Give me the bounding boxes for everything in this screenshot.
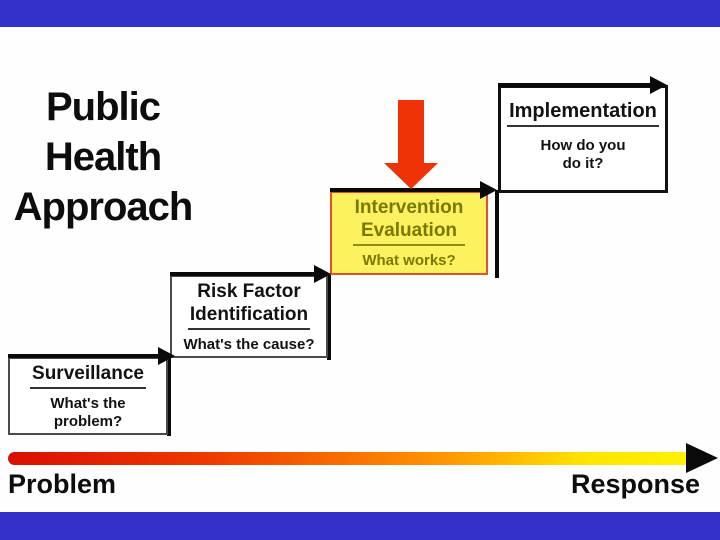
gradient-arrowhead	[686, 443, 718, 473]
step-box-intervention-evaluation: Intervention Evaluation What works?	[330, 191, 488, 275]
top-border-bar	[0, 0, 720, 27]
right-arrow-icon	[8, 347, 175, 365]
step-question: What works?	[362, 252, 456, 269]
problem-label: Problem	[8, 469, 117, 499]
step-riser-line	[495, 190, 499, 278]
step-title: Surveillance	[30, 362, 146, 389]
step-question: What's the problem?	[50, 395, 126, 430]
page-title: Public Health Approach	[13, 85, 194, 229]
step-box-surveillance: Surveillance What's the problem?	[8, 357, 168, 435]
step-question: How do you do it?	[540, 137, 626, 172]
step-question: What's the cause?	[183, 336, 315, 353]
step-title: Risk Factor Identification	[187, 280, 311, 330]
red-arrow-head	[384, 163, 438, 189]
step-title: Intervention Evaluation	[352, 196, 466, 246]
right-arrow-icon	[170, 265, 331, 283]
red-down-arrow-icon	[384, 100, 438, 189]
arrowhead	[314, 265, 331, 283]
step-riser-line	[167, 355, 171, 436]
step-riser-line	[327, 273, 331, 360]
arrowhead	[158, 347, 175, 365]
arrowhead	[480, 181, 497, 199]
gradient-track	[8, 452, 688, 465]
bottom-border-bar	[0, 512, 720, 540]
right-arrow-icon	[330, 181, 497, 199]
response-label: Response	[570, 469, 700, 499]
step-box-risk-factor-identification: Risk Factor Identification What's the ca…	[170, 275, 328, 358]
red-arrow-shaft	[398, 100, 424, 164]
step-box-implementation: Implementation How do you do it?	[498, 85, 668, 193]
step-title: Implementation	[507, 100, 659, 127]
problem-to-response-arrow	[8, 443, 718, 473]
arrowhead	[650, 76, 667, 94]
right-arrow-icon	[498, 76, 667, 94]
